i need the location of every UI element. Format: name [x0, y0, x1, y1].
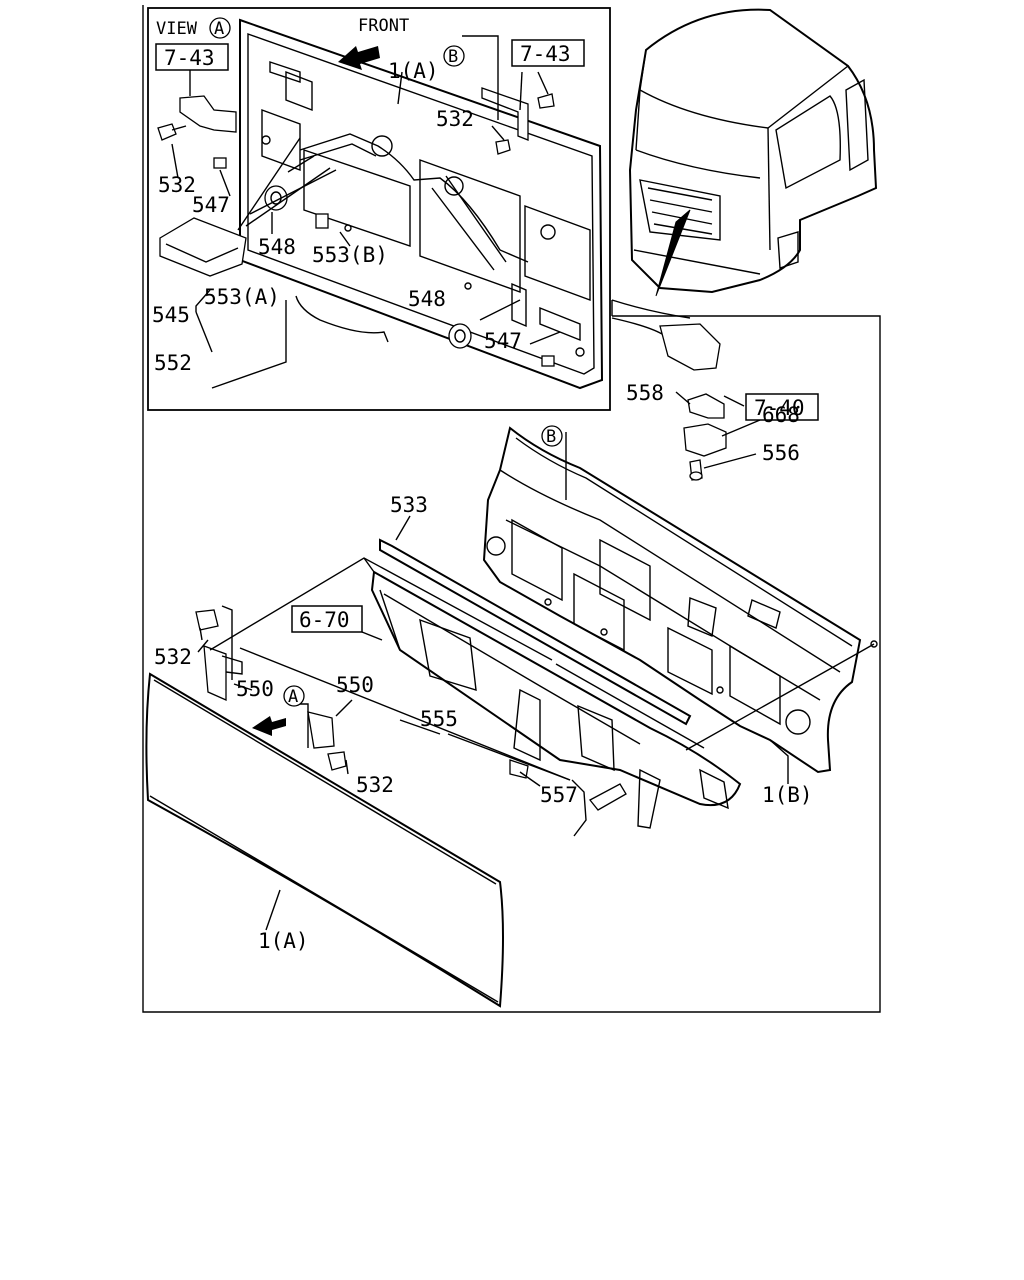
bracket-668	[683, 423, 727, 457]
label-1a-top: 1(A)	[388, 59, 439, 83]
front-label: FRONT	[358, 16, 409, 36]
ref-7-40-label: 7-40	[754, 396, 805, 420]
view-label: VIEW	[156, 19, 198, 39]
front-arrow-icon	[338, 46, 380, 70]
inset-clip-547-right	[541, 355, 555, 367]
inset-cable-552	[295, 295, 389, 343]
inset-bracket-left	[179, 95, 237, 133]
support-frame-555	[370, 570, 742, 829]
view-a-panel-drawing	[239, 18, 604, 390]
label-548-inset-right: 548	[408, 287, 446, 311]
inset-leader-lines	[171, 35, 561, 389]
circle-marker-a-main: A	[283, 685, 305, 707]
ref-7-43-right-label: 7-43	[520, 42, 571, 66]
view-marker: A	[214, 19, 224, 39]
view-title: VIEW A	[156, 17, 231, 39]
seal-strip-533	[379, 538, 692, 726]
label-548-inset-left: 548	[258, 235, 296, 259]
cowl-panel-1b	[482, 426, 862, 774]
ref-box-6-70: 6-70	[291, 605, 363, 633]
label-532-bottom: 532	[356, 773, 394, 797]
hood-lock-bracket	[611, 299, 721, 371]
ref-box-7-43-left: 7-43	[155, 43, 229, 71]
main-frame	[142, 5, 881, 1013]
label-533: 533	[390, 493, 428, 517]
label-553b: 553(B)	[312, 243, 388, 267]
label-532-left: 532	[154, 645, 192, 669]
label-558: 558	[626, 381, 664, 405]
label-557: 557	[540, 783, 578, 807]
label-552: 552	[154, 351, 192, 375]
label-550-left: 550	[236, 677, 274, 701]
bolt-532-right	[327, 751, 347, 771]
inset-bolt-532-right	[495, 139, 511, 155]
label-1a-bottom: 1(A)	[258, 929, 309, 953]
label-668: 668	[762, 403, 800, 427]
part-labels: 1(A) 532 532 547 548 553(B) 553(A) 545 5…	[152, 59, 813, 953]
bolt-556	[689, 459, 703, 481]
inset-bracket-right	[481, 87, 529, 141]
svg-text:B: B	[448, 47, 458, 67]
circle-marker-b-main: B	[541, 425, 563, 447]
hinge-550-right	[307, 711, 335, 749]
cable-557	[239, 647, 627, 837]
bolt-532-left	[195, 609, 219, 641]
ref-7-43-left-label: 7-43	[164, 46, 215, 70]
circle-marker-b-top: B	[443, 45, 465, 67]
label-547-inset-left: 547	[192, 193, 230, 217]
release-rod	[685, 640, 878, 751]
inset-connector-553b	[315, 213, 329, 229]
svg-text:B: B	[546, 427, 556, 447]
main-leader-lines	[197, 391, 789, 931]
assembly-guide-lines	[209, 557, 705, 749]
label-532-inset-right: 532	[436, 107, 474, 131]
inset-handle-545	[159, 217, 247, 277]
inset-screw-743b	[537, 93, 555, 109]
inset-bolt-532-left	[157, 123, 187, 141]
label-547-inset-right: 547	[484, 329, 522, 353]
label-532-inset-left: 532	[158, 173, 196, 197]
front-direction-arrow-icon	[252, 716, 286, 736]
svg-text:A: A	[288, 687, 298, 707]
label-556: 556	[762, 441, 800, 465]
label-553a: 553(A)	[204, 285, 280, 309]
label-545: 545	[152, 303, 190, 327]
label-550-right: 550	[336, 673, 374, 697]
latch-558	[687, 393, 725, 419]
ref-box-7-43-right: 7-43	[511, 39, 585, 67]
inset-grommet-548-right	[448, 323, 472, 349]
inset-clip-547-left	[213, 157, 227, 169]
ref-6-70-label: 6-70	[299, 608, 350, 632]
inset-grommet-548-left	[264, 185, 288, 211]
label-555: 555	[420, 707, 458, 731]
front-panel-1a	[145, 672, 504, 1008]
truck-cab-illustration	[628, 8, 878, 297]
ref-box-7-40: 7-40	[745, 393, 819, 421]
label-1b: 1(B)	[762, 783, 813, 807]
